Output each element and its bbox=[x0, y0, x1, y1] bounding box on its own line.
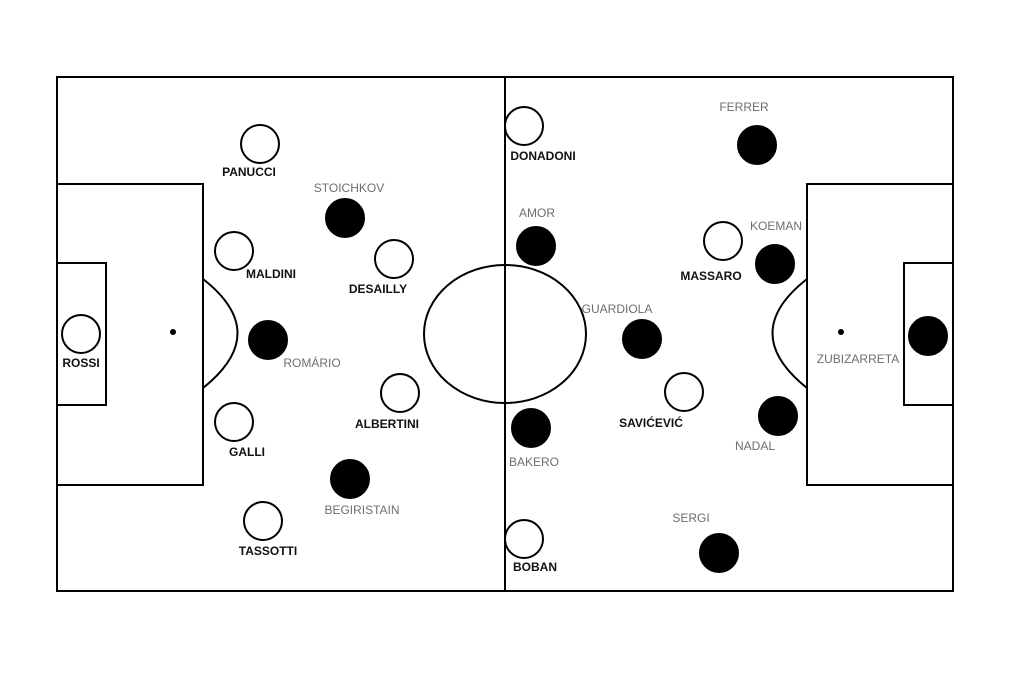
left-goal-area bbox=[56, 262, 107, 406]
player-maldini[interactable]: MALDINI bbox=[214, 231, 296, 281]
player-galli[interactable]: GALLI bbox=[214, 402, 265, 459]
player-token bbox=[699, 533, 739, 573]
player-tassotti[interactable]: TASSOTTI bbox=[239, 501, 297, 558]
player-token bbox=[240, 124, 280, 164]
player-token bbox=[737, 125, 777, 165]
player-desailly[interactable]: DESAILLY bbox=[349, 239, 414, 296]
player-label: ROMÁRIO bbox=[283, 355, 340, 370]
player-label: GUARDIOLA bbox=[582, 302, 653, 316]
player-romario[interactable]: ROMÁRIO bbox=[248, 320, 341, 370]
right-penalty-arc bbox=[771, 278, 808, 389]
player-token bbox=[703, 221, 743, 261]
player-token bbox=[243, 501, 283, 541]
player-bakero[interactable]: BAKERO bbox=[509, 408, 559, 469]
player-token bbox=[214, 231, 254, 271]
player-label: BEGIRISTAIN bbox=[324, 503, 399, 517]
player-rossi[interactable]: ROSSI bbox=[61, 314, 101, 370]
player-koeman[interactable]: KOEMAN bbox=[750, 219, 802, 284]
player-token bbox=[516, 226, 556, 266]
player-zubizarreta[interactable]: ZUBIZARRETA bbox=[817, 316, 948, 366]
player-label: SERGI bbox=[672, 511, 709, 525]
white-team: PANUCCI MALDINI ROSSI GALLI TASSOTTI DES… bbox=[61, 106, 743, 574]
player-token bbox=[248, 320, 288, 360]
player-token bbox=[504, 106, 544, 146]
player-label: FERRER bbox=[719, 100, 769, 114]
player-label: DONADONI bbox=[510, 149, 575, 163]
player-label: STOICHKOV bbox=[314, 181, 384, 195]
left-penalty-arc bbox=[202, 278, 239, 389]
player-label: TASSOTTI bbox=[239, 544, 297, 558]
player-label: GALLI bbox=[229, 445, 265, 459]
player-donadoni[interactable]: DONADONI bbox=[504, 106, 576, 163]
player-token bbox=[374, 239, 414, 279]
center-circle bbox=[423, 264, 587, 404]
player-token bbox=[758, 396, 798, 436]
player-token bbox=[214, 402, 254, 442]
player-token bbox=[664, 372, 704, 412]
player-albertini[interactable]: ALBERTINI bbox=[355, 373, 420, 431]
player-amor[interactable]: AMOR bbox=[516, 206, 556, 266]
player-massaro[interactable]: MASSARO bbox=[680, 221, 743, 283]
player-label: BOBAN bbox=[513, 560, 557, 574]
player-begiristain[interactable]: BEGIRISTAIN bbox=[324, 459, 400, 517]
left-penalty-spot bbox=[170, 329, 176, 335]
player-label: KOEMAN bbox=[750, 219, 802, 233]
player-nadal[interactable]: NADAL bbox=[735, 396, 798, 453]
black-team: STOICHKOV ROMÁRIO BEGIRISTAIN AMOR BAKER… bbox=[248, 100, 948, 573]
player-ferrer[interactable]: FERRER bbox=[719, 100, 777, 165]
player-token bbox=[380, 373, 420, 413]
player-label: SAVIĆEVIĆ bbox=[619, 415, 683, 430]
player-token bbox=[755, 244, 795, 284]
player-token bbox=[622, 319, 662, 359]
player-sergi[interactable]: SERGI bbox=[672, 511, 739, 573]
player-token bbox=[330, 459, 370, 499]
player-token bbox=[511, 408, 551, 448]
right-goal-area bbox=[903, 262, 954, 406]
player-panucci[interactable]: PANUCCI bbox=[222, 124, 280, 179]
player-label: ALBERTINI bbox=[355, 417, 419, 431]
player-token bbox=[61, 314, 101, 354]
player-label: ROSSI bbox=[62, 356, 99, 370]
player-label: AMOR bbox=[519, 206, 555, 220]
player-label: PANUCCI bbox=[222, 165, 276, 179]
player-label: DESAILLY bbox=[349, 282, 407, 296]
player-label: ZUBIZARRETA bbox=[817, 352, 899, 366]
player-token bbox=[504, 519, 544, 559]
player-boban[interactable]: BOBAN bbox=[504, 519, 557, 574]
player-label: BAKERO bbox=[509, 455, 559, 469]
player-stoichkov[interactable]: STOICHKOV bbox=[314, 181, 384, 238]
player-token bbox=[908, 316, 948, 356]
right-penalty-spot bbox=[838, 329, 844, 335]
player-label: MASSARO bbox=[680, 269, 741, 283]
player-token bbox=[325, 198, 365, 238]
player-savicevic[interactable]: SAVIĆEVIĆ bbox=[619, 372, 704, 430]
player-guardiola[interactable]: GUARDIOLA bbox=[582, 302, 662, 359]
player-label: NADAL bbox=[735, 439, 775, 453]
player-label: MALDINI bbox=[246, 267, 296, 281]
pitch-markings bbox=[56, 76, 954, 592]
